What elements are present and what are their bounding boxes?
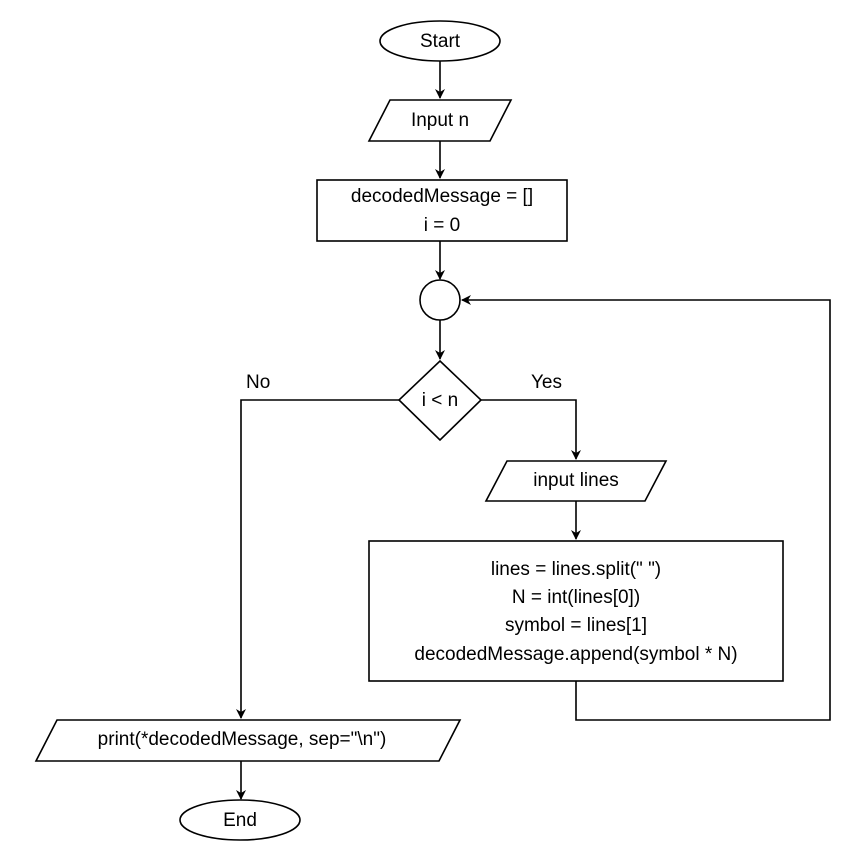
init-line-1: decodedMessage = []: [351, 186, 533, 207]
edge-loop-back: [461, 295, 831, 721]
edge-yes-branch: [481, 399, 581, 460]
process-line-2: N = int(lines[0]): [512, 587, 640, 608]
start-terminal: Start: [379, 20, 501, 62]
print-label: print(*decodedMessage, sep="\n"): [98, 729, 387, 750]
process-line-1: lines = lines.split(" "): [491, 559, 661, 580]
loop-connector: [419, 279, 461, 321]
edge-no-branch: [236, 399, 399, 719]
process-line-4: decodedMessage.append(symbol * N): [414, 644, 737, 665]
end-terminal: End: [179, 799, 301, 841]
start-label: Start: [420, 31, 461, 52]
input-lines-node: input lines: [484, 460, 668, 502]
split-process-box: lines = lines.split(" ") N = int(lines[0…: [368, 540, 784, 682]
print-output-node: print(*decodedMessage, sep="\n"): [34, 719, 462, 762]
input-lines-label: input lines: [533, 470, 619, 491]
init-line-2: i = 0: [424, 215, 460, 236]
condition-decision: i < n: [397, 359, 483, 442]
no-branch-label: No: [246, 372, 270, 393]
condition-label: i < n: [422, 390, 458, 411]
init-process-box: decodedMessage = [] i = 0: [316, 179, 568, 242]
input-n-label: Input n: [411, 110, 469, 131]
input-n-node: Input n: [367, 99, 513, 142]
end-label: End: [223, 810, 257, 831]
yes-branch-label: Yes: [531, 372, 562, 393]
process-line-3: symbol = lines[1]: [505, 615, 647, 636]
